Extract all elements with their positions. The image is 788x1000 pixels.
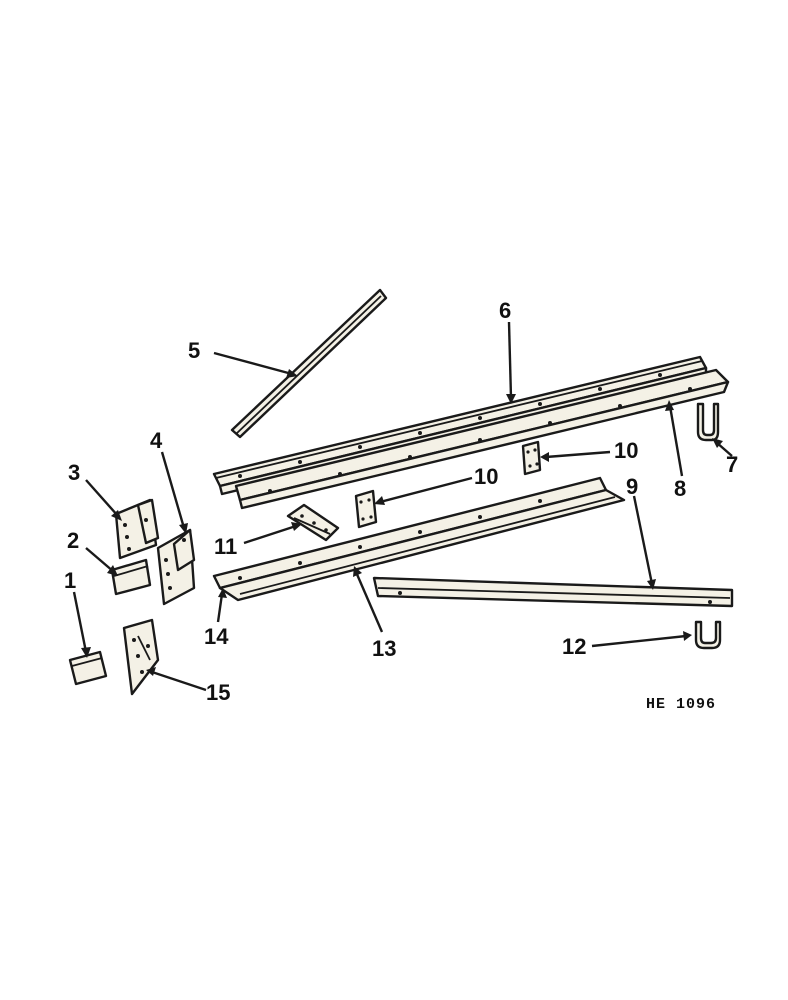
callout-12: 12	[562, 634, 586, 659]
leader-4	[160, 451, 186, 529]
leader-8	[668, 405, 684, 477]
part-2-block	[110, 558, 152, 596]
callout-6: 6	[499, 298, 511, 323]
part-12-u-clip	[694, 620, 722, 650]
callout-14: 14	[204, 624, 229, 649]
part-5-strip	[230, 288, 388, 439]
callout-1: 1	[64, 568, 76, 593]
part-7-u-clip	[696, 402, 720, 442]
part-11-brace	[286, 503, 340, 542]
leader-10a	[379, 476, 473, 504]
callout-15: 15	[206, 680, 230, 705]
part-10-plate-right	[521, 440, 542, 476]
leader-2	[85, 547, 115, 573]
leader-13	[354, 571, 384, 633]
leader-5	[213, 351, 293, 376]
leader-12	[591, 634, 687, 648]
leader-6	[507, 321, 513, 399]
figure-code: HE 1096	[646, 696, 716, 713]
leader-3	[85, 479, 119, 517]
callout-5: 5	[188, 338, 200, 363]
leader-lines	[72, 321, 733, 692]
leader-9	[632, 495, 654, 585]
leader-11	[243, 524, 297, 545]
part-1-block	[68, 650, 108, 686]
part-3-bracket	[114, 498, 160, 560]
callout-11: 11	[214, 534, 237, 559]
callout-labels: 5 6 4 3 2 1 10 10 11 7 8 9 14 13 12 15	[64, 298, 738, 705]
leader-14	[216, 593, 224, 623]
callout-13: 13	[372, 636, 396, 661]
callout-7: 7	[726, 452, 738, 477]
callout-10-left: 10	[474, 464, 498, 489]
part-9-angle-bar	[372, 576, 734, 608]
callout-4: 4	[150, 428, 163, 453]
callout-3: 3	[68, 460, 80, 485]
callout-2: 2	[67, 528, 79, 553]
callout-10-right: 10	[614, 438, 638, 463]
callout-9: 9	[626, 474, 638, 499]
leader-15	[151, 670, 207, 692]
part-4-bracket	[156, 528, 196, 606]
part-15-bracket	[122, 618, 160, 696]
part-10-plate-left	[354, 489, 378, 529]
part-8-rail	[234, 368, 730, 510]
leader-10b	[545, 450, 611, 459]
callout-8: 8	[674, 476, 686, 501]
part-13-lower-rail	[212, 476, 626, 602]
leader-1	[72, 591, 88, 653]
